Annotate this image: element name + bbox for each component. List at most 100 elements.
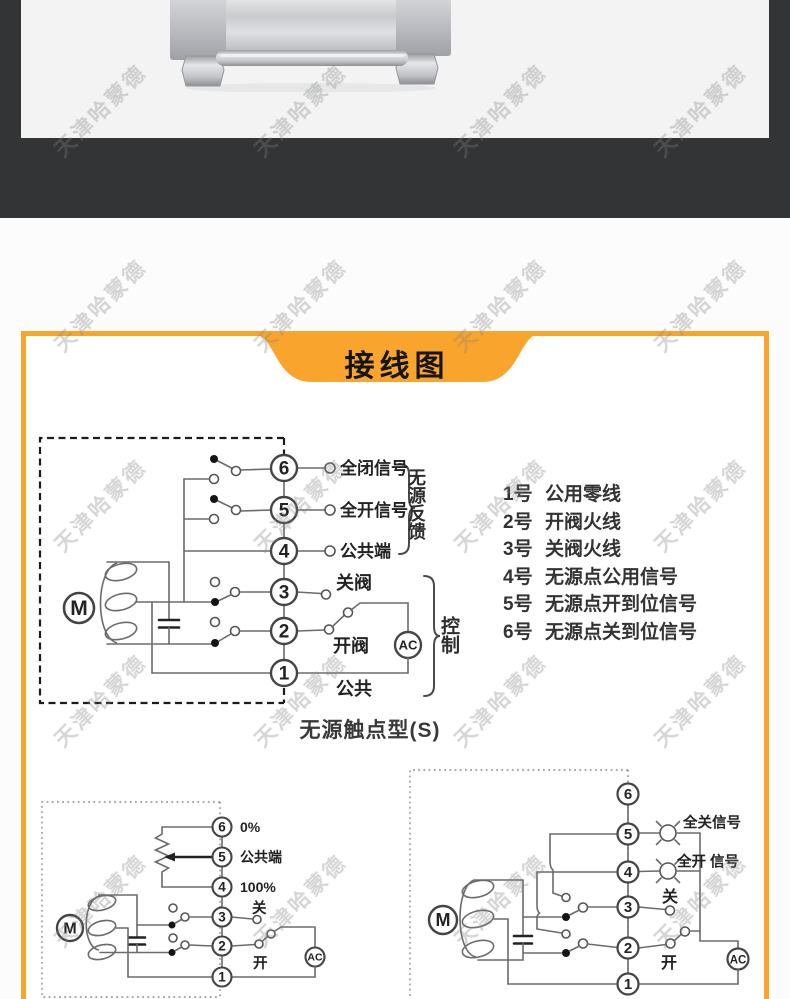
note-number: 3号	[503, 539, 533, 560]
ac-label: AC	[399, 638, 418, 653]
banner-tab	[244, 331, 550, 382]
dashed-box	[38, 436, 284, 705]
label-common-terminal: 公共端	[240, 849, 282, 865]
valve-body	[226, 0, 396, 58]
diagram-switch-type: 6 5 4 3 2 1 全关信号 全开 信号 关 开 M AC	[409, 769, 750, 999]
note-text: 无源点关到位信号	[545, 621, 698, 643]
terminal-1-number: 1	[218, 970, 226, 985]
terminal-5-number: 5	[279, 501, 290, 522]
note-text: 开阀火线	[545, 511, 622, 533]
wiper-arrow-head	[164, 852, 175, 862]
dotted-box	[409, 769, 628, 999]
terminal-block: 6 5 4 3 2 1	[269, 453, 299, 688]
control-switches	[562, 902, 619, 957]
terminal-2-number: 2	[624, 940, 632, 957]
note-text: 公用零线	[545, 484, 622, 505]
list-item: 5号无源点开到位信号	[503, 594, 698, 615]
ac-label: AC	[307, 952, 323, 964]
ac-label: AC	[730, 955, 747, 967]
dotted-box	[41, 801, 220, 998]
diagram-modulating: 6 5 4 3 2 1 0% 公共端 100% 关 开 M AC	[41, 801, 326, 998]
coil-envelope	[459, 879, 477, 958]
valve-bolt-rod	[216, 50, 408, 66]
label-full-open-signal: 全开信号	[339, 500, 408, 520]
motor-label: M	[70, 597, 88, 620]
terminal-2-number: 2	[218, 939, 226, 954]
motor-group	[62, 561, 272, 674]
valve-left-flange	[170, 0, 228, 60]
terminal-1-number: 1	[624, 976, 632, 993]
diagram-caption: 无源触点型(S)	[299, 719, 441, 742]
motor-circle	[55, 913, 85, 943]
diagram-passive-contact: 6 5 4 3 2 1 全闭信号 全开信号 公共端 关阀 开阀 公共 M AC	[38, 436, 441, 705]
motor-group	[55, 894, 214, 978]
terminal-3-number: 3	[624, 899, 632, 916]
banner-tab-shape	[244, 331, 550, 382]
valve-right-flange	[393, 0, 451, 56]
terminal-5-number: 5	[624, 826, 632, 843]
motor-circle	[427, 904, 459, 936]
indicator-lamps	[637, 820, 701, 932]
label-full-close-signal: 全关信号	[682, 814, 741, 832]
label-open: 开	[661, 954, 677, 972]
list-item: 2号开阀火线	[503, 511, 697, 533]
note-number: 2号	[503, 511, 533, 533]
note-number: 4号	[503, 566, 533, 588]
note-text: 无源点开到位信号	[545, 594, 698, 615]
label-common-terminal: 公共端	[340, 541, 391, 561]
label-full-open-signal: 全开 信号	[676, 853, 739, 871]
control-switches	[209, 576, 271, 647]
list-item: 4号无源点公用信号	[503, 566, 697, 588]
terminal-1-number: 1	[279, 664, 290, 685]
terminal-block: 6 5 4 3 2 1	[616, 782, 640, 996]
label-open-valve: 开阀	[333, 635, 369, 656]
note-number: 6号	[503, 621, 533, 643]
coil-envelope	[99, 562, 118, 644]
feedback-outputs	[296, 462, 416, 557]
control-wiring	[296, 575, 441, 697]
terminal-4-number: 4	[218, 880, 226, 895]
wiring-panel	[21, 331, 769, 999]
feedback-switches	[183, 455, 272, 603]
banner-title: 接线图	[344, 350, 450, 383]
label-zero-percent: 0%	[240, 819, 261, 835]
list-item: 1号公用零线	[503, 484, 697, 505]
valve-rod-highlight	[220, 54, 404, 57]
control-switches	[168, 903, 214, 956]
terminal-6-number: 6	[218, 820, 226, 835]
motor-label: M	[436, 910, 451, 930]
terminal-4-number: 4	[279, 542, 290, 563]
control-group-label: 控制	[438, 616, 459, 654]
label-hundred-percent: 100%	[240, 879, 276, 895]
list-item: 6号无源点关到位信号	[503, 621, 698, 643]
terminal-4-number: 4	[624, 864, 633, 881]
feedback-group-label: 无源反馈	[406, 468, 426, 540]
motor-group	[427, 879, 618, 985]
terminal-5-number: 5	[218, 850, 226, 865]
terminal-block: 6 5 4 3 2 1	[211, 816, 233, 988]
label-close: 关	[252, 899, 267, 917]
list-item: 3号关阀火线	[503, 539, 697, 560]
control-brace	[423, 575, 441, 697]
terminal-6-number: 6	[279, 459, 290, 480]
label-full-close-signal: 全闭信号	[339, 458, 408, 478]
feedback-brace	[398, 463, 416, 555]
label-open: 开	[253, 955, 268, 972]
terminal-notes-list: 1号公用零线 2号开阀火线 3号关阀火线 4号无源点公用信号 5号无源点开到位信…	[503, 484, 698, 643]
terminal-3-number: 3	[218, 910, 226, 925]
motor-circle	[62, 591, 96, 625]
control-wiring	[637, 905, 750, 985]
product-photo-strip	[21, 0, 769, 138]
note-text: 关阀火线	[545, 539, 622, 560]
label-close-valve: 关阀	[336, 572, 372, 593]
terminal-3-number: 3	[279, 583, 290, 604]
product-photo-valve	[170, 0, 451, 92]
motor-label: M	[63, 921, 76, 938]
note-number: 5号	[503, 594, 533, 615]
note-number: 1号	[503, 484, 533, 505]
note-text: 无源点公用信号	[545, 566, 679, 588]
terminal-2-number: 2	[279, 622, 290, 643]
potentiometer	[153, 826, 214, 888]
label-close: 关	[662, 887, 678, 906]
